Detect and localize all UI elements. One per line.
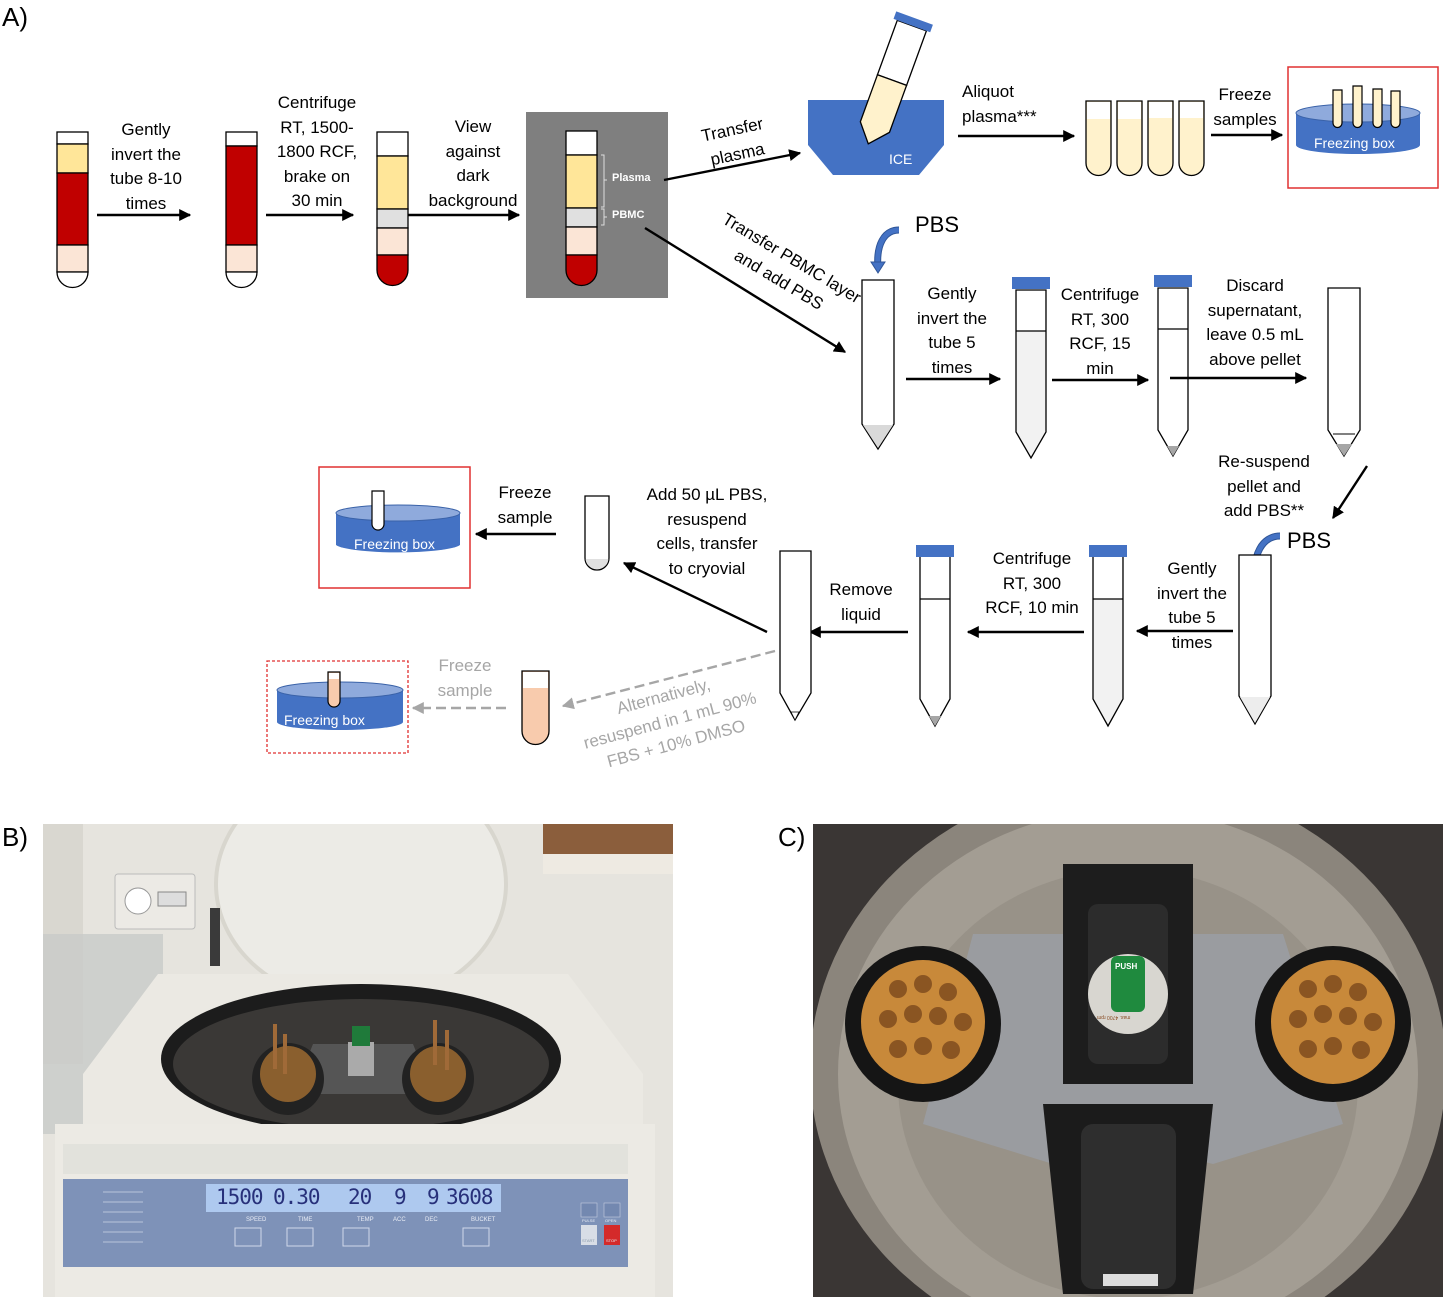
freezing-box-frame-2	[318, 466, 471, 589]
program-keys	[103, 1191, 143, 1243]
conical-tube-capped-mixed-2	[1089, 545, 1127, 728]
lcd-time: 0.30	[273, 1185, 321, 1209]
arrow-alternative	[561, 649, 776, 710]
step-view-dark: View against dark background	[428, 117, 518, 210]
step-invert-5-b: Gently invert the tube 5 times	[1157, 559, 1227, 652]
pbs-label-2: PBS	[1287, 528, 1332, 553]
arrow-add-50ul	[622, 561, 768, 634]
pbs-label-1: PBS	[915, 212, 960, 237]
lcd-speed: 1500	[216, 1185, 264, 1209]
step-centrifuge-1: Centrifuge RT, 1500- 1800 RCF, brake on …	[276, 93, 358, 210]
panel-label-b: B)	[2, 822, 28, 852]
conical-tube-capped-pellet	[1154, 275, 1192, 458]
step-invert-8-10: Gently invert the tube 8-10 times	[110, 120, 182, 213]
freezing-box-label-1: Freezing box	[1314, 135, 1395, 151]
step-centrifuge-2: Centrifuge RT, 300 RCF, 15 min	[1060, 285, 1140, 378]
step-remove-liquid: Remove liquid	[829, 580, 893, 624]
arrow-transfer-pbmc	[644, 226, 847, 354]
ctl-dec: DEC	[425, 1217, 438, 1223]
freezing-box-label-2: Freezing box	[354, 536, 435, 552]
pulse-button[interactable]	[580, 1202, 598, 1218]
rotor-photo: PUSH max. 4700 rpm	[813, 824, 1443, 1297]
freezing-box-frame-3	[266, 660, 409, 754]
conical-tube-pbmc-pbs	[861, 279, 895, 451]
conical-tube-capped-mixed	[1012, 277, 1050, 460]
step-freeze-sample-alt: Freeze sample	[437, 656, 493, 700]
lcd-temp: 20	[348, 1185, 372, 1209]
ice-label: ICE	[889, 151, 913, 167]
start-label: START	[582, 1238, 595, 1243]
freezing-box-frame-1	[1287, 66, 1439, 189]
wall-socket	[114, 873, 196, 930]
ctl-acc: ACC	[393, 1217, 406, 1223]
step-freeze-sample: Freeze sample	[497, 483, 553, 527]
conical-tube-pbs-added	[1238, 554, 1272, 726]
freezing-box-3	[276, 671, 404, 730]
stop-button[interactable]	[604, 1225, 620, 1245]
panel-label-c: C)	[778, 822, 806, 852]
conical-tube-capped-pellet-2	[916, 545, 954, 728]
conical-tube-empty-pellet	[779, 550, 812, 722]
step-freeze-samples: Freeze samples	[1213, 85, 1277, 129]
pbmc-workflow-diagram	[56, 11, 1439, 754]
blood-tube-labeled	[565, 130, 607, 287]
blood-tube-separated	[376, 131, 409, 287]
pulse-label: PULSE	[582, 1218, 596, 1223]
step-invert-5-a: Gently invert the tube 5 times	[917, 284, 987, 377]
rotor-lock-label: PUSH	[1115, 962, 1138, 971]
panel-label-a: A)	[2, 2, 28, 32]
freezing-box-2	[335, 490, 461, 553]
conical-tube-pellet	[1327, 287, 1361, 458]
lcd-bucket: 3608	[446, 1185, 494, 1209]
cryovial	[584, 495, 610, 571]
ctl-speed: SPEED	[246, 1217, 267, 1223]
freezing-box-1	[1295, 85, 1421, 154]
rotor-max-speed: max. 4700 rpm	[1097, 1014, 1131, 1020]
step-centrifuge-3: Centrifuge RT, 300 RCF, 10 min	[985, 549, 1079, 617]
ctl-temp: TEMP	[357, 1217, 374, 1223]
lcd-screen	[206, 1184, 501, 1212]
step-add-50ul: Add 50 µL PBS, resuspend cells, transfer…	[646, 485, 768, 578]
centrifuge-photo: 1500 0.30 20 9 9 3608 SPEED TIME TEMP AC…	[43, 824, 673, 1297]
ctl-bucket: BUCKET	[471, 1217, 496, 1223]
aliquot-tubes	[1085, 100, 1205, 177]
freezing-box-label-3: Freezing box	[284, 712, 365, 728]
arrow-transfer-plasma	[663, 149, 802, 182]
stop-label: STOP	[606, 1238, 617, 1243]
open-label: OPEN	[605, 1218, 617, 1223]
open-button[interactable]	[603, 1202, 621, 1218]
swing-rotor	[845, 864, 1411, 1294]
lcd-acc: 9	[394, 1185, 407, 1209]
lcd-dec: 9	[427, 1185, 440, 1209]
cryovial-dmso	[521, 670, 550, 746]
arrow-resuspend	[1331, 465, 1369, 520]
pbmc-label: PBMC	[612, 209, 645, 221]
step-discard-supernatant: Discard supernatant, leave 0.5 mL above …	[1206, 276, 1304, 369]
blood-tube-mixed	[225, 131, 258, 289]
ctl-time: TIME	[298, 1217, 313, 1223]
ice-bucket	[808, 11, 944, 175]
blood-tube-initial	[56, 131, 89, 289]
start-button[interactable]	[581, 1225, 597, 1245]
step-resuspend-pellet: Re-suspend pellet and add PBS**	[1218, 452, 1310, 520]
plasma-label: Plasma	[612, 172, 651, 184]
step-aliquot-plasma: Aliquot plasma***	[962, 82, 1037, 126]
rotor-small	[252, 1020, 474, 1115]
